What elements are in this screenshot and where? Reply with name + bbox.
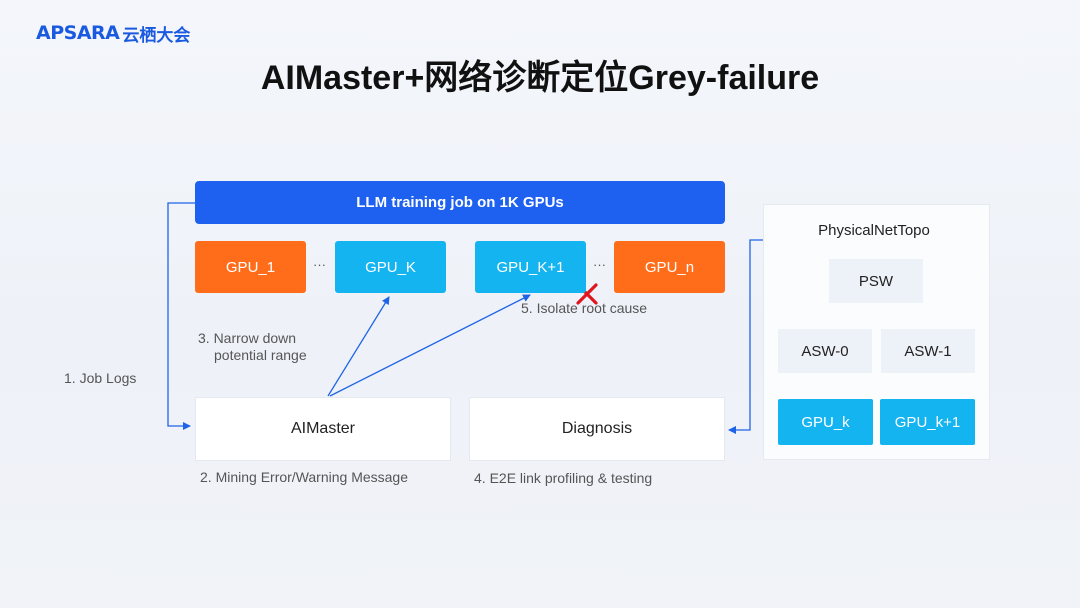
gpu-ellipsis: ··· — [313, 257, 326, 272]
step-5-label: 5. Isolate root cause — [521, 300, 648, 316]
aimaster-to-gpu-k1-arrow — [329, 294, 531, 397]
topo-to-diagnosis-connector — [728, 239, 763, 434]
asw-1-node: ASW-1 — [881, 329, 975, 373]
step-2-label: 2. Mining Error/Warning Message — [200, 469, 409, 485]
gpu-k-box: GPU_K — [335, 241, 446, 293]
psw-node: PSW — [829, 259, 923, 303]
slide-title: AIMaster+网络诊断定位Grey-failure — [260, 59, 820, 97]
topo-gpu-k-node: GPU_k — [778, 399, 873, 445]
training-job-banner: LLM training job on 1K GPUs — [195, 181, 725, 224]
logo-subtitle: 云栖大会 — [122, 25, 191, 45]
aimaster-box: AIMaster — [195, 397, 451, 461]
step-3-label-line1: 3. Narrow down — [198, 330, 297, 346]
step-1-label: 1. Job Logs — [64, 370, 137, 386]
asw-0-node: ASW-0 — [778, 329, 872, 373]
diagnosis-box: Diagnosis — [469, 397, 725, 461]
job-logs-connector — [167, 202, 195, 430]
gpu-1-box: GPU_1 — [195, 241, 306, 293]
apsara-logo: APSARA 云栖大会 — [36, 22, 191, 45]
topo-gpu-k1-node: GPU_k+1 — [880, 399, 975, 445]
gpu-ellipsis: ··· — [593, 257, 606, 272]
step-4-label: 4. E2E link profiling & testing — [474, 470, 653, 486]
aimaster-to-gpu-k-arrow — [327, 296, 390, 397]
step-3-label-line2: potential range — [214, 347, 307, 363]
gpu-k1-box: GPU_K+1 — [475, 241, 586, 293]
logo-brand: APSARA — [36, 22, 120, 44]
gpu-n-box: GPU_n — [614, 241, 725, 293]
topo-title: PhysicalNetTopo — [818, 222, 930, 239]
